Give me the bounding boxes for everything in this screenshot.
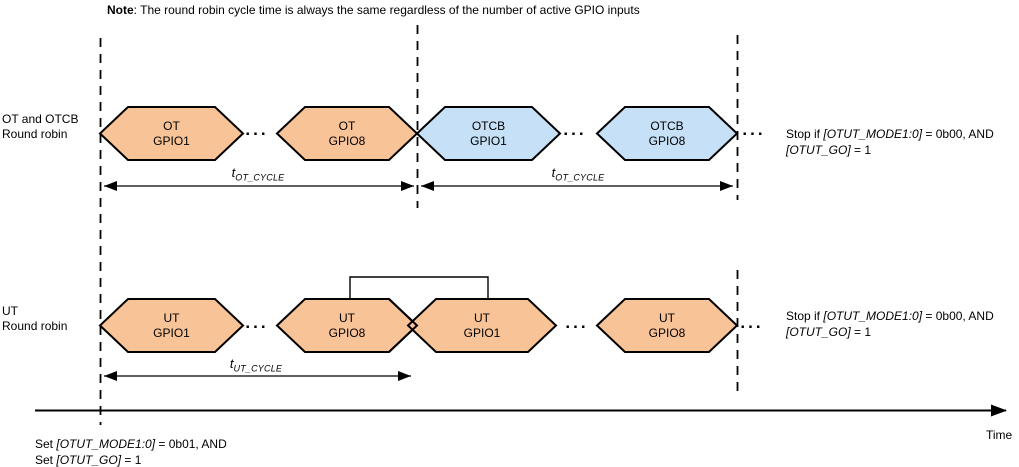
t-ut-cycle-label: tUT_CYCLE [229, 356, 283, 374]
note-label: Note [107, 3, 134, 17]
hex-ot-gpio8-label: OT GPIO8 [328, 118, 366, 148]
row1-label-line1: OT and OTCB [2, 112, 79, 126]
hex-ut-gpio1b-shape [406, 298, 558, 353]
loopback-connector [349, 276, 489, 299]
note-body: : The round robin cycle time is always t… [133, 3, 640, 17]
stop-condition-row1: Stop if [OTUT_MODE1:0] = 0b00, AND [OTUT… [786, 127, 994, 157]
hex-otcb-gpio1-label: OTCB GPIO1 [470, 118, 507, 148]
hex-otcb-gpio1-shape [415, 106, 562, 161]
row2-label-line1: UT [2, 304, 18, 318]
time-axis-label: Time [986, 428, 1013, 442]
note-text: Note: The round robin cycle time is alwa… [107, 3, 640, 18]
ellipsis-row2-2: ... [565, 313, 589, 332]
hex-ut-gpio8b-label: UT GPIO8 [648, 310, 686, 340]
ellipsis-row1-3: ... [742, 120, 766, 139]
row2-label-line2: Round robin [2, 319, 68, 333]
ellipsis-row2-3: ... [740, 313, 764, 332]
hex-ut-gpio1b-label: UT GPIO1 [463, 310, 501, 340]
hex-ut-gpio8-label: UT GPIO8 [328, 310, 366, 340]
hex-ut-gpio1-shape [98, 298, 245, 353]
ellipsis-row2-1: ... [245, 313, 269, 332]
stop-condition-row2: Stop if [OTUT_MODE1:0] = 0b00, AND [OTUT… [786, 309, 994, 339]
hex-crossing-edges [388, 298, 419, 353]
hex-otcb-gpio8-shape [595, 106, 739, 161]
t-ot-cycle-label-1: tOT_CYCLE [231, 165, 285, 183]
hex-ut-gpio8b-shape [595, 298, 739, 353]
hex-ot-gpio1-label: OT GPIO1 [153, 118, 190, 148]
set-condition: Set [OTUT_MODE1:0] = 0b01, AND Set [OTUT… [35, 437, 227, 467]
hex-otcb-gpio8-label: OTCB GPIO8 [648, 118, 686, 148]
row2-label: UT Round robin [2, 304, 67, 334]
ellipsis-row1-2: ... [563, 120, 587, 139]
hex-ut-gpio1-label: UT GPIO1 [153, 310, 190, 340]
ellipsis-row1-1: ... [245, 120, 269, 139]
row1-label: OT and OTCB Round robin [2, 112, 78, 142]
row1-label-line2: Round robin [2, 127, 68, 141]
hex-ot-gpio1-shape [98, 106, 245, 161]
t-ot-cycle-label-2: tOT_CYCLE [551, 165, 605, 183]
